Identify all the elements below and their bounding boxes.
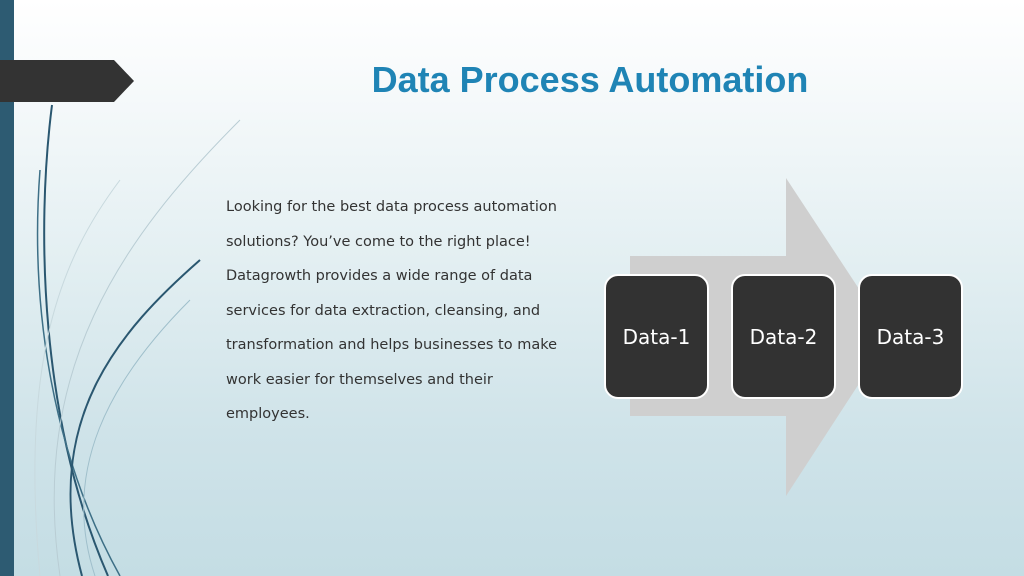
process-step-data-1: Data-1 (604, 274, 709, 399)
process-step-data-2: Data-2 (731, 274, 836, 399)
title-tab-shape (0, 60, 134, 102)
decorative-curves (34, 104, 241, 576)
process-step-data-3: Data-3 (858, 274, 963, 399)
process-diagram: Data-1 Data-2 Data-3 (600, 178, 980, 498)
left-accent-bar (0, 0, 14, 576)
body-paragraph: Looking for the best data process automa… (226, 199, 558, 422)
page-title: Data Process Automation (371, 59, 809, 100)
